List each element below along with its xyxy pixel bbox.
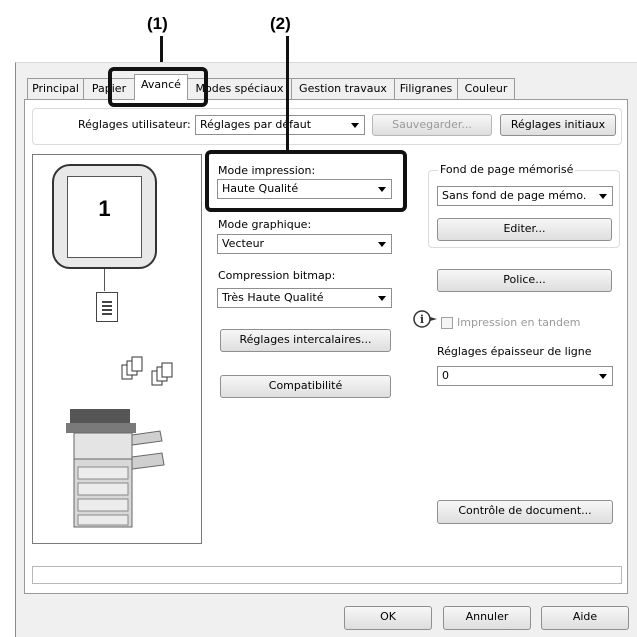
chevron-down-icon bbox=[599, 374, 607, 379]
chevron-down-icon bbox=[378, 242, 386, 247]
chevron-down-icon bbox=[599, 194, 607, 199]
callout-line-1 bbox=[160, 36, 163, 70]
tandem-checkbox[interactable] bbox=[441, 317, 453, 329]
print-mode-value: Haute Qualité bbox=[222, 182, 299, 195]
callout-label-1: (1) bbox=[147, 14, 168, 33]
tandem-label: Impression en tandem bbox=[457, 316, 581, 329]
line-thickness-label: Réglages épaisseur de ligne bbox=[437, 345, 592, 358]
bitmap-compression-label: Compression bitmap: bbox=[218, 269, 336, 282]
graphics-mode-select[interactable]: Vecteur bbox=[217, 234, 392, 254]
compatibility-button[interactable]: Compatibilité bbox=[220, 375, 391, 398]
collate-copies-icon bbox=[120, 355, 182, 387]
highlight-avance-tab bbox=[108, 67, 208, 107]
line-thickness-value: 0 bbox=[442, 369, 449, 382]
edit-button[interactable]: Editer... bbox=[437, 218, 612, 241]
tab-filigranes[interactable]: Filigranes bbox=[394, 78, 458, 100]
ok-button[interactable]: OK bbox=[344, 606, 432, 630]
page-preview-sheet bbox=[67, 176, 142, 258]
print-mode-label: Mode impression: bbox=[218, 164, 316, 177]
initial-settings-button[interactable]: Réglages initiaux bbox=[500, 114, 616, 136]
tab-avance[interactable]: Avancé bbox=[134, 74, 188, 100]
tab-couleur[interactable]: Couleur bbox=[457, 78, 515, 100]
cancel-button[interactable]: Annuler bbox=[443, 606, 531, 630]
line-thickness-select[interactable]: 0 bbox=[437, 366, 613, 386]
printer-icon bbox=[64, 405, 168, 533]
user-settings-group bbox=[32, 108, 622, 145]
bitmap-compression-select[interactable]: Très Haute Qualité bbox=[217, 288, 392, 308]
callout-line-2 bbox=[286, 36, 289, 154]
chevron-down-icon bbox=[351, 123, 359, 128]
tab-gestion-travaux[interactable]: Gestion travaux bbox=[291, 78, 395, 100]
print-mode-select[interactable]: Haute Qualité bbox=[217, 179, 392, 199]
bitmap-compression-value: Très Haute Qualité bbox=[222, 291, 324, 304]
graphics-mode-label: Mode graphique: bbox=[218, 218, 312, 231]
graphics-mode-value: Vecteur bbox=[222, 237, 265, 250]
page-preview-number: 1 bbox=[98, 196, 111, 221]
help-button[interactable]: Aide bbox=[541, 606, 629, 630]
chevron-down-icon bbox=[378, 296, 386, 301]
chevron-down-icon bbox=[378, 187, 386, 192]
background-value: Sans fond de page mémo. bbox=[442, 189, 587, 202]
status-strip bbox=[32, 566, 622, 584]
document-control-button[interactable]: Contrôle de document... bbox=[437, 500, 613, 524]
document-icon bbox=[96, 292, 118, 322]
info-icon: i bbox=[413, 310, 439, 328]
save-settings-button[interactable]: Sauvegarder... bbox=[372, 114, 492, 136]
insert-settings-button[interactable]: Réglages intercalaires... bbox=[220, 329, 391, 352]
highlight-print-mode bbox=[205, 150, 407, 212]
background-label: Fond de page mémorisé bbox=[438, 163, 576, 176]
callout-label-2: (2) bbox=[270, 14, 291, 33]
user-settings-label: Réglages utilisateur: bbox=[78, 118, 191, 131]
font-button[interactable]: Police... bbox=[437, 269, 612, 292]
user-settings-select[interactable]: Réglages par défaut bbox=[195, 115, 365, 135]
background-select[interactable]: Sans fond de page mémo. bbox=[437, 186, 613, 206]
svg-text:i: i bbox=[420, 313, 424, 326]
connector-line bbox=[104, 269, 105, 291]
user-settings-value: Réglages par défaut bbox=[200, 118, 312, 131]
tab-principal[interactable]: Principal bbox=[27, 78, 84, 100]
